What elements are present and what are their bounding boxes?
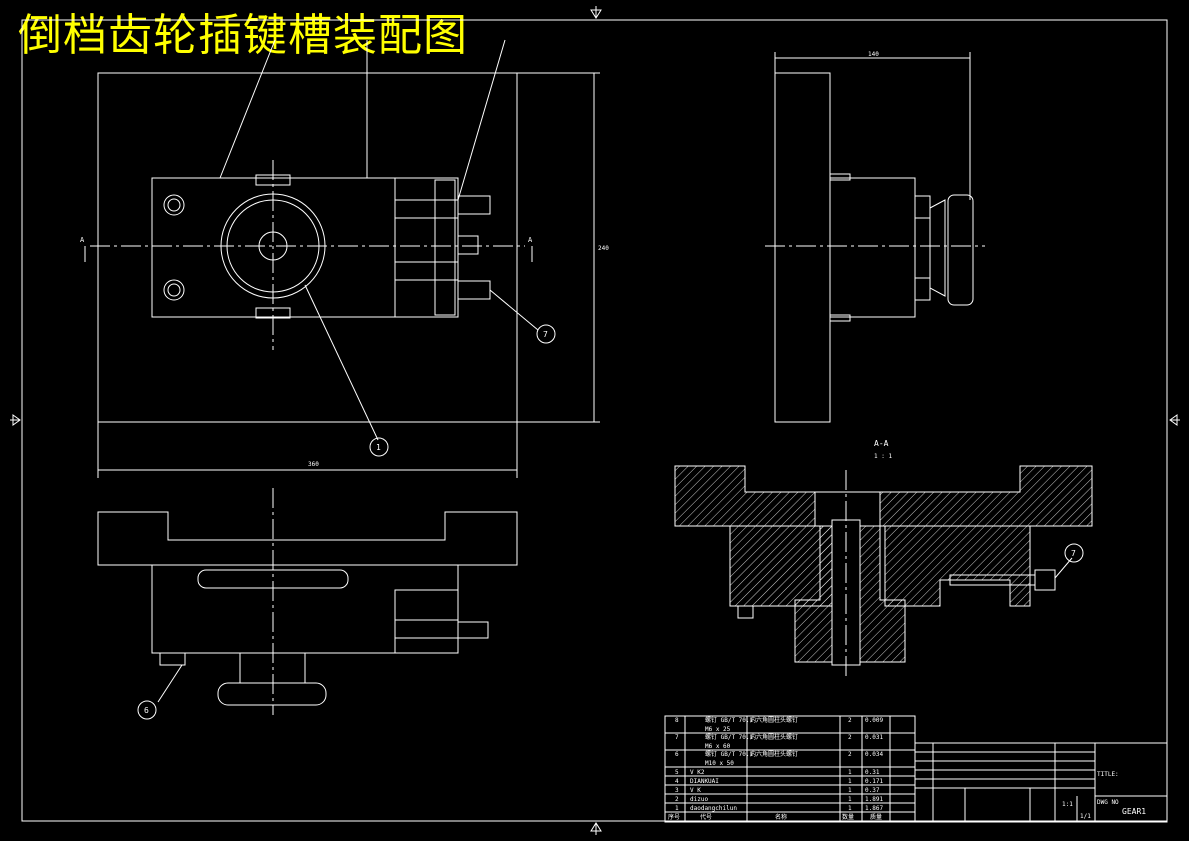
- section-scale: 1 : 1: [874, 453, 892, 460]
- section-mark-right: A: [528, 236, 533, 244]
- title-block-scale: 1:1: [1062, 801, 1073, 808]
- bom-row-spec: M6 x 25: [705, 726, 731, 733]
- section-label: A-A: [874, 439, 889, 448]
- bom-row-name: 螺钉 GB/T 70.1: [705, 733, 754, 741]
- bom-row-qty: 2: [848, 751, 852, 758]
- bom-row-qty: 2: [848, 717, 852, 724]
- bom-row-name: daodangchilun: [690, 805, 737, 812]
- balloon-1: [369, 437, 389, 457]
- balloon-7b-label: 7: [1071, 549, 1076, 558]
- bom-header-no: 序号: [668, 813, 680, 821]
- bottom-view: [97, 488, 518, 715]
- bom-row-name: DIANKUAI: [690, 778, 719, 785]
- bom-row-qty: 1: [848, 805, 852, 812]
- bom-row-name: V K: [690, 787, 701, 794]
- bom-row-no: 5: [675, 769, 679, 776]
- bom-header-mass: 质量: [870, 813, 882, 821]
- bom-row-qty: 2: [848, 734, 852, 741]
- bom-table: [664, 715, 916, 823]
- side-view: [765, 52, 985, 423]
- bom-row-desc: 内六角圆柱头螺钉: [750, 716, 798, 724]
- section-aa-view: [674, 465, 1093, 680]
- bom-row-mass: 1.891: [865, 796, 883, 803]
- balloon-7a: [536, 324, 556, 344]
- bom-row-qty: 1: [848, 787, 852, 794]
- bom-row-name: V K2: [690, 769, 705, 776]
- bom-row-no: 6: [675, 751, 679, 758]
- balloon-6: [137, 700, 157, 720]
- bom-row-no: 3: [675, 787, 679, 794]
- dim-width-side: 140: [868, 51, 879, 58]
- title-block-dwg-no-label: DWG NO: [1097, 799, 1119, 806]
- bom-row-mass: 0.034: [865, 751, 883, 758]
- bom-header-desc: 名称: [775, 813, 787, 821]
- balloon-6-label: 6: [144, 706, 149, 715]
- bom-row-spec: M6 x 60: [705, 743, 731, 750]
- sheet-border: [10, 6, 1180, 835]
- bom-row-mass: 1.867: [865, 805, 883, 812]
- bom-row-no: 1: [675, 805, 679, 812]
- bom-row-mass: 0.009: [865, 717, 883, 724]
- bom-row-qty: 1: [848, 778, 852, 785]
- bom-row-mass: 0.031: [865, 734, 883, 741]
- title-block: [914, 742, 1168, 823]
- bom-row-mass: 0.171: [865, 778, 883, 785]
- bom-row-desc: 内六角圆柱头螺钉: [750, 733, 798, 741]
- bom-row-no: 2: [675, 796, 679, 803]
- dim-height-front: 240: [598, 245, 609, 252]
- bom-row-desc: 内六角圆柱头螺钉: [750, 750, 798, 758]
- bom-row-no: 8: [675, 717, 679, 724]
- bom-row-name: dizuo: [690, 796, 708, 803]
- front-view: [84, 39, 600, 478]
- title-block-title-label: TITLE:: [1097, 771, 1119, 778]
- bom-row-no: 7: [675, 734, 679, 741]
- title-block-dwg-no: GEAR1: [1122, 807, 1146, 816]
- bom-row-name: 螺钉 GB/T 70.1: [705, 750, 754, 758]
- title-block-sheet: 1/1: [1080, 813, 1091, 820]
- bom-row-qty: 1: [848, 769, 852, 776]
- drawing-title: 倒档齿轮插键槽装配图: [18, 10, 468, 61]
- bom-row-no: 4: [675, 778, 679, 785]
- bom-row-mass: 0.31: [865, 769, 880, 776]
- bom-row-spec: M10 x 50: [705, 760, 734, 767]
- bom-header-qty: 数量: [842, 813, 854, 821]
- dim-width-front: 360: [308, 461, 319, 468]
- bom-header-name: 代号: [700, 813, 712, 821]
- balloon-1-label: 1: [376, 443, 381, 452]
- bom-row-qty: 1: [848, 796, 852, 803]
- balloon-7a-label: 7: [543, 330, 548, 339]
- bom-row-mass: 0.37: [865, 787, 880, 794]
- bom-row-name: 螺钉 GB/T 70.1: [705, 716, 754, 724]
- section-mark-left: A: [80, 236, 85, 244]
- balloon-7b: [1064, 543, 1084, 563]
